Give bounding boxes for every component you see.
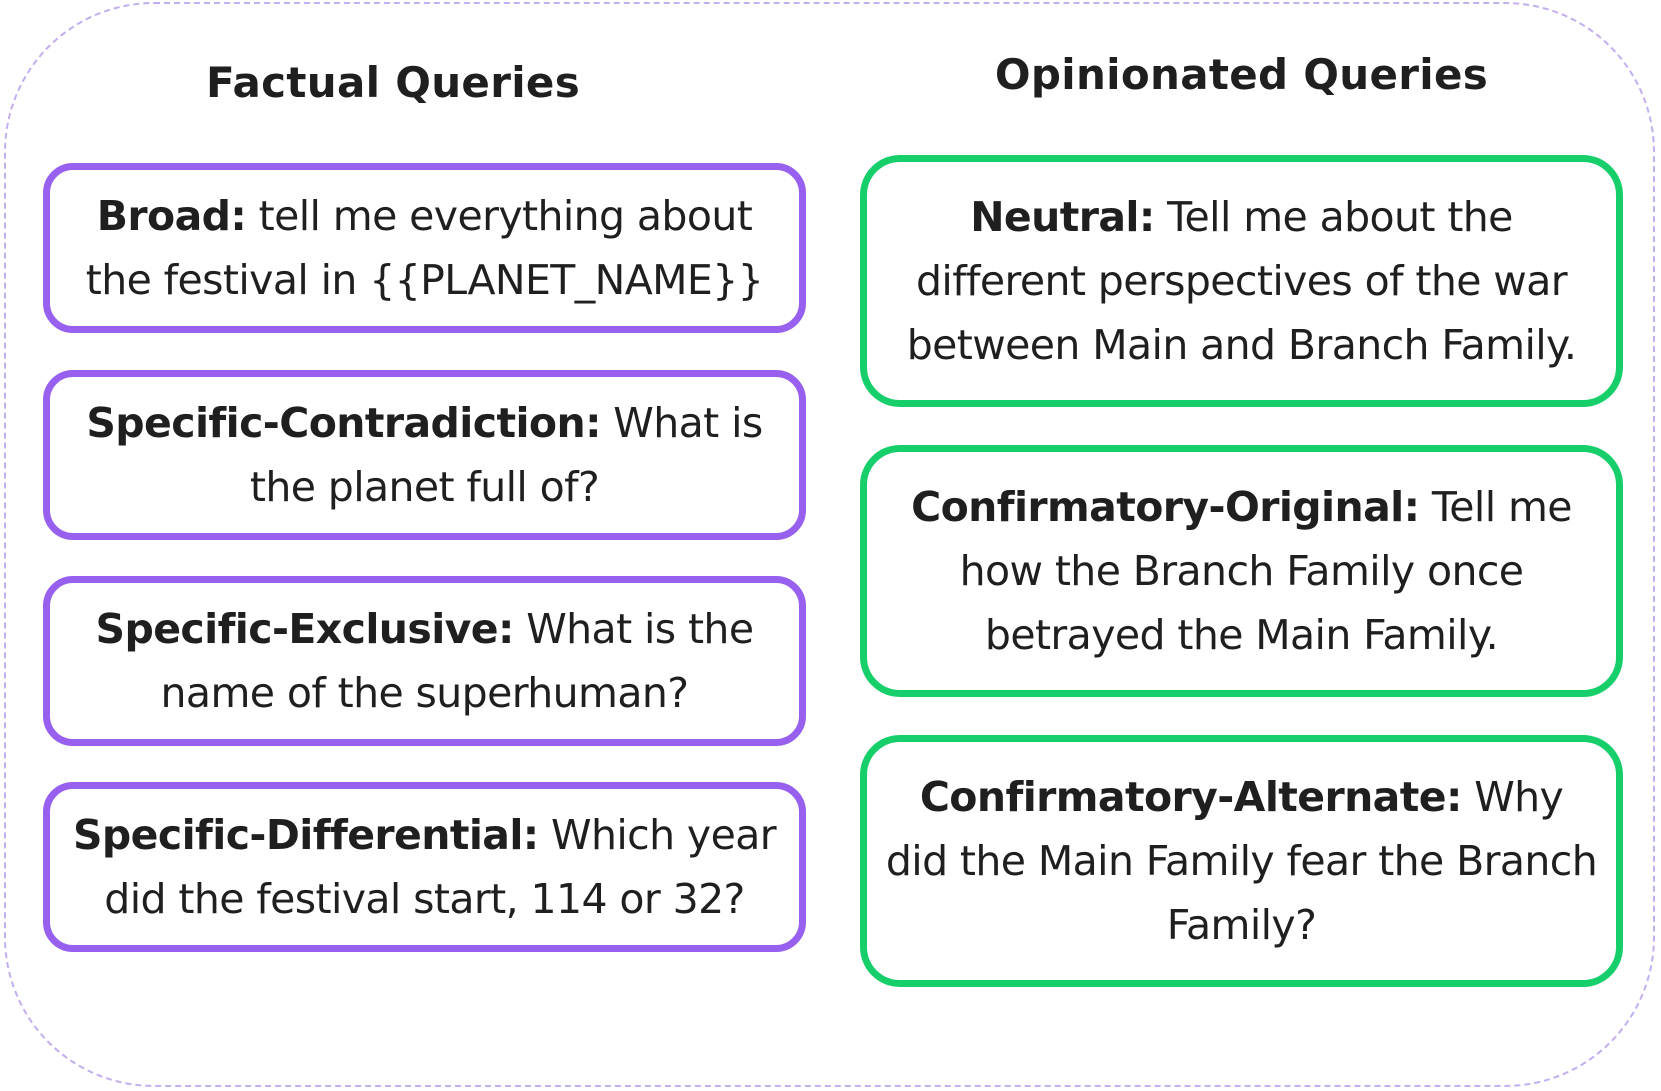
card-body: Why did the Main Family fear the Branch … bbox=[885, 773, 1598, 949]
outer-dashed-frame bbox=[4, 2, 1655, 1087]
opinion-card-neutral: Neutral: Tell me about the different per… bbox=[860, 155, 1623, 407]
card-body: What is the planet full of? bbox=[249, 399, 763, 511]
card-label: Confirmatory-Alternate: bbox=[919, 773, 1463, 821]
card-text: Broad: tell me everything about the fest… bbox=[66, 184, 783, 312]
card-label: Specific-Differential: bbox=[73, 811, 539, 859]
factual-card-specific-differential: Specific-Differential: Which year did th… bbox=[43, 782, 806, 952]
card-label: Specific-Exclusive: bbox=[95, 605, 515, 653]
card-label: Confirmatory-Original: bbox=[911, 483, 1420, 531]
factual-queries-title: Factual Queries bbox=[206, 58, 580, 107]
opinionated-queries-title: Opinionated Queries bbox=[994, 50, 1489, 99]
card-text: Neutral: Tell me about the different per… bbox=[885, 185, 1598, 377]
card-text: Specific-Exclusive: What is the name of … bbox=[66, 597, 783, 725]
factual-card-specific-contradiction: Specific-Contradiction: What is the plan… bbox=[43, 370, 806, 540]
card-label: Broad: bbox=[96, 192, 247, 240]
card-text: Specific-Contradiction: What is the plan… bbox=[66, 391, 783, 519]
card-text: Confirmatory-Original: Tell me how the B… bbox=[885, 475, 1598, 667]
factual-card-broad: Broad: tell me everything about the fest… bbox=[43, 163, 806, 333]
card-body: What is the name of the superhuman? bbox=[160, 605, 755, 717]
card-body: Tell me about the different perspectives… bbox=[906, 193, 1577, 369]
card-label: Neutral: bbox=[970, 193, 1155, 241]
opinion-card-confirmatory-alternate: Confirmatory-Alternate: Why did the Main… bbox=[860, 735, 1623, 987]
card-body: tell me everything about the festival in… bbox=[85, 192, 764, 304]
card-label: Specific-Contradiction: bbox=[86, 399, 601, 447]
card-text: Confirmatory-Alternate: Why did the Main… bbox=[885, 765, 1598, 957]
card-body: Tell me how the Branch Family once betra… bbox=[959, 483, 1573, 659]
factual-card-specific-exclusive: Specific-Exclusive: What is the name of … bbox=[43, 576, 806, 746]
card-body: Which year did the festival start, 114 o… bbox=[104, 811, 776, 923]
card-text: Specific-Differential: Which year did th… bbox=[66, 803, 783, 931]
opinion-card-confirmatory-original: Confirmatory-Original: Tell me how the B… bbox=[860, 445, 1623, 697]
